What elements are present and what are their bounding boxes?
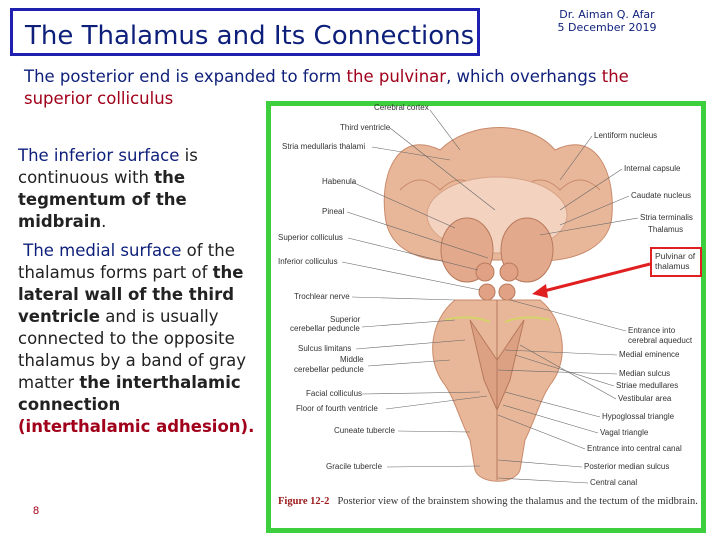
fig-label-right: Internal capsule	[624, 164, 681, 173]
fig-label-right: Vestibular area	[618, 394, 672, 403]
fig-label-right: Caudate nucleus	[631, 191, 691, 200]
title-box: The Thalamus and Its Connections	[10, 8, 480, 56]
p1-colliculus: the superior colliculus	[24, 67, 629, 108]
p3-adhesion: (interthalamic adhesion).	[18, 417, 255, 436]
p2-tegmentum: the tegmentum of the midbrain	[18, 168, 187, 231]
author-block: Dr. Aiman Q. Afar 5 December 2019	[532, 8, 682, 34]
caption-text: Posterior view of the brainstem showing …	[337, 496, 698, 507]
fig-label-right: Thalamus	[648, 225, 683, 234]
p2-text: is continuous with	[18, 146, 198, 187]
fig-label-left: Gracile tubercle	[326, 462, 383, 471]
fig-label-right: Vagal triangle	[600, 428, 649, 437]
fig-label-right: cerebral aqueduct	[628, 336, 693, 345]
fig-label-right: Entrance into	[628, 326, 676, 335]
fig-label-left: cerebellar peduncle	[294, 365, 364, 374]
fig-label-top: Third ventricle	[340, 123, 391, 132]
author-name: Dr. Aiman Q. Afar	[559, 8, 655, 21]
fig-label-left: Floor of fourth ventricle	[296, 404, 378, 413]
page-number: 8	[33, 505, 40, 517]
p1-text: is expanded to form	[170, 67, 347, 86]
slide-title: The Thalamus and Its Connections	[25, 21, 475, 51]
paragraph-posterior-end: The posterior end is expanded to form th…	[24, 66, 644, 110]
author-date: 5 December 2019	[557, 21, 657, 34]
fig-label-left: cerebellar peduncle	[290, 324, 360, 333]
fig-label-right: Central canal	[590, 478, 637, 487]
fig-label-left: Stria medullaris thalami	[282, 142, 365, 151]
fig-label-left: Middle	[340, 355, 364, 364]
fig-label-right: Medial eminence	[619, 350, 680, 359]
paragraph-inferior-surface: The inferior surface is continuous with …	[18, 145, 258, 233]
fig-label-left: Pineal	[322, 207, 344, 216]
fig-label-right: Lentiform nucleus	[594, 131, 657, 140]
p2-period: .	[101, 212, 107, 231]
p1-text2: , which overhangs	[446, 67, 602, 86]
pulvinar-arrow	[539, 262, 651, 294]
figure-number: Figure 12-2	[278, 496, 330, 507]
p1-term: The posterior end	[24, 67, 171, 86]
figure-caption: Figure 12-2 Posterior view of the brainst…	[278, 496, 698, 508]
fig-label-left: Cuneate tubercle	[334, 426, 395, 435]
fig-label-left: Habenula	[322, 177, 357, 186]
fig-label-left: Superior colliculus	[278, 233, 343, 242]
pulvinar-label-line2: thalamus	[655, 261, 690, 271]
paragraph-medial-surface: The medial surface of the thalamus forms…	[18, 240, 258, 438]
fig-label-right: Entrance into central canal	[587, 444, 682, 453]
fig-label-right: Striae medullares	[616, 381, 678, 390]
fig-label-top: Cerebral cortex	[374, 103, 429, 112]
fig-label-left: Trochlear nerve	[294, 292, 350, 301]
fig-label-left: Inferior colliculus	[278, 257, 338, 266]
pulvinar-label-line1: Pulvinar of	[655, 251, 696, 261]
p1-pulvinar: the pulvinar	[346, 67, 447, 86]
p3-term: The medial surface	[23, 241, 182, 260]
p3-text2: and is usually connected to the opposite…	[18, 307, 246, 392]
fig-label-left: Facial colliculus	[306, 389, 362, 398]
fig-label-left: Superior	[330, 315, 361, 324]
fig-label-right: Hypoglossal triangle	[602, 412, 675, 421]
fig-label-right: Posterior median sulcus	[584, 462, 669, 471]
fig-label-right: Median sulcus	[619, 369, 670, 378]
p3-lateral-wall: the lateral wall of the third ventricle	[18, 263, 244, 326]
p3-connection: the interthalamic connection	[18, 373, 241, 414]
fig-label-left: Sulcus limitans	[298, 344, 351, 353]
pulvinar-arrowhead	[532, 284, 548, 298]
fig-label-right: Stria terminalis	[640, 213, 693, 222]
pulvinar-label-box: Pulvinar of thalamus	[650, 247, 702, 277]
p3-text: of the thalamus forms part of	[18, 241, 235, 282]
p2-term: The inferior surface	[18, 146, 180, 165]
pulvinar-label: Pulvinar of thalamus	[655, 251, 695, 271]
